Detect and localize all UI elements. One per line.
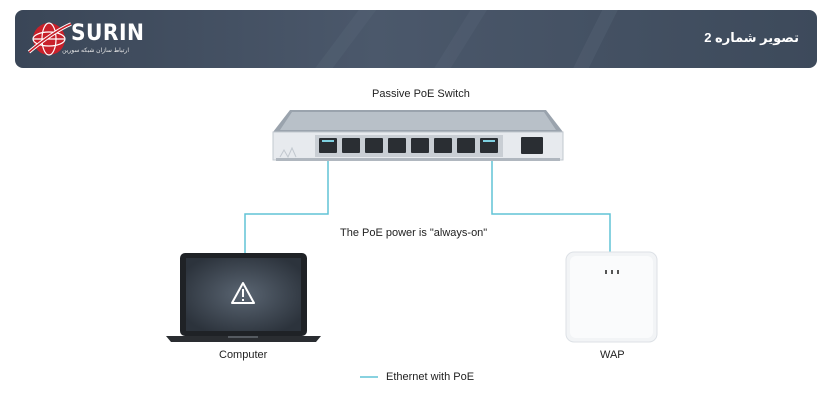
computer-label: Computer bbox=[219, 349, 268, 361]
figure-title: تصویر شماره 2 bbox=[704, 30, 799, 45]
switch-port-2 bbox=[342, 138, 360, 153]
logo-subtitle: ارتباط سازان شبکه سورین bbox=[62, 48, 129, 54]
switch-port-7 bbox=[457, 138, 475, 153]
header-texture bbox=[315, 10, 618, 68]
logo-wordmark: SURIN bbox=[71, 21, 145, 46]
wireless-access-point bbox=[565, 251, 658, 343]
power-note: The PoE power is "always-on" bbox=[340, 227, 488, 239]
switch-port-6 bbox=[434, 138, 452, 153]
laptop-computer bbox=[166, 253, 321, 342]
ethernet-lines bbox=[244, 155, 611, 253]
legend-label: Ethernet with PoE bbox=[386, 371, 475, 383]
surin-logo: SURIN ارتباط سازان شبکه سورین bbox=[27, 16, 147, 62]
globe-logo-icon bbox=[27, 22, 72, 56]
switch-label: Passive PoE Switch bbox=[372, 88, 470, 100]
header-banner: SURIN ارتباط سازان شبکه سورین تصویر شمار… bbox=[15, 10, 817, 68]
switch-port-5 bbox=[411, 138, 429, 153]
poe-switch bbox=[272, 110, 564, 161]
ethernet-line-computer bbox=[244, 155, 329, 253]
switch-port-3 bbox=[365, 138, 383, 153]
warning-icon bbox=[231, 282, 255, 304]
ethernet-line-wap bbox=[491, 155, 611, 252]
switch-port-uplink bbox=[521, 137, 543, 154]
wap-label: WAP bbox=[600, 349, 625, 361]
switch-port-4 bbox=[388, 138, 406, 153]
